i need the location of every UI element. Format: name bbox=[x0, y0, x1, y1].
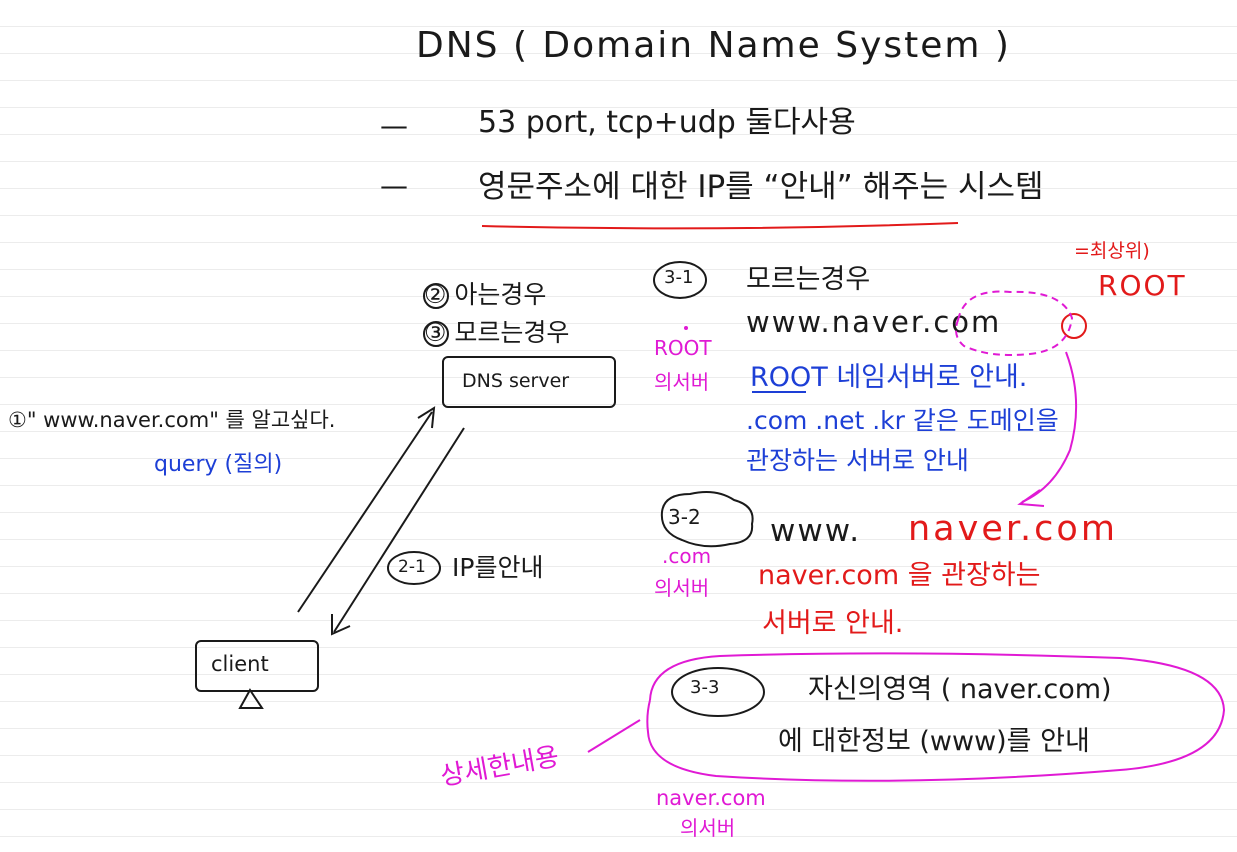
dns-server-label: DNS server bbox=[462, 370, 570, 392]
query-label: query (질의) bbox=[154, 452, 283, 477]
step-3-2-naver: naver.com bbox=[908, 509, 1118, 549]
www-info-line: 에 대한정보 (www)를 안내 bbox=[778, 726, 1090, 757]
from-naver-server-line2: 의서버 bbox=[680, 816, 736, 840]
step-3-3-number: 3-3 bbox=[690, 677, 720, 698]
cloud-step-3-2 bbox=[660, 491, 754, 548]
step-3-1-number: 3-1 bbox=[664, 267, 694, 288]
client-stand bbox=[238, 688, 264, 709]
red-underline bbox=[481, 222, 959, 230]
page-title: DNS ( Domain Name System ) bbox=[416, 25, 1011, 66]
naver-authority-line: naver.com 을 관장하는 bbox=[758, 560, 1041, 591]
ellipse-step-2-1 bbox=[387, 551, 441, 585]
client-label: client bbox=[211, 652, 269, 676]
step-3-2-www: www. bbox=[770, 513, 862, 549]
from-root-server-line2: 의서버 bbox=[654, 370, 710, 394]
ip-guide-label: IP를안내 bbox=[452, 553, 544, 582]
step-3-2-number: 3-2 bbox=[668, 505, 701, 529]
magenta-curve-arrow bbox=[1021, 351, 1078, 503]
bullet-port-protocol: 53 port, tcp+udp 둘다사용 bbox=[478, 105, 856, 140]
arrow-query-up-head bbox=[417, 406, 436, 429]
root-nameserver-line: ROOT 네임서버로 안내. bbox=[750, 362, 1028, 393]
root-annotation-line2: ROOT bbox=[1098, 269, 1187, 302]
from-root-server-line1: ROOT bbox=[654, 336, 712, 360]
magenta-oval-step-3-3 bbox=[646, 652, 1226, 782]
step-3-1-title: 모르는경우 bbox=[746, 264, 871, 295]
root-annotation-line1: =최상위) bbox=[1074, 240, 1150, 262]
naver-server-guide-line: 서버로 안내. bbox=[762, 608, 904, 639]
magenta-dot bbox=[684, 326, 688, 330]
bullet-dash-1: — bbox=[380, 109, 408, 142]
arrow-answer-down bbox=[333, 427, 465, 633]
from-com-server-line1: .com bbox=[662, 544, 712, 568]
magenta-detail-connector bbox=[587, 719, 641, 753]
from-com-server-line2: 의서버 bbox=[654, 576, 710, 600]
arrow-answer-down-head bbox=[331, 614, 351, 636]
ellipse-step-3-3 bbox=[671, 667, 765, 717]
circle-case-3 bbox=[423, 321, 449, 347]
step-2-1-number: 2-1 bbox=[398, 557, 426, 577]
magenta-dashed-naver bbox=[955, 290, 1074, 356]
from-naver-server-line1: naver.com bbox=[656, 786, 766, 810]
own-zone-line: 자신의영역 ( naver.com) bbox=[808, 674, 1112, 705]
tld-server-guide-line: 관장하는 서버로 안내 bbox=[746, 446, 969, 475]
ellipse-step-3-1 bbox=[653, 261, 707, 299]
client-box: client bbox=[195, 640, 319, 692]
bullet-dash-2: — bbox=[380, 169, 408, 202]
bullet-dns-definition: 영문주소에 대한 IP를 “안내” 해주는 시스템 bbox=[478, 169, 1044, 205]
dns-server-box: DNS server bbox=[442, 356, 616, 408]
circle-case-2 bbox=[423, 283, 449, 309]
tld-domains-line: .com .net .kr 같은 도메인을 bbox=[746, 406, 1059, 435]
red-root-dot-circle bbox=[1061, 313, 1087, 339]
magenta-curve-arrow-head bbox=[1017, 489, 1045, 507]
query-question: ①" www.naver.com" 를 알고싶다. bbox=[8, 408, 336, 432]
arrow-query-up bbox=[297, 411, 433, 613]
